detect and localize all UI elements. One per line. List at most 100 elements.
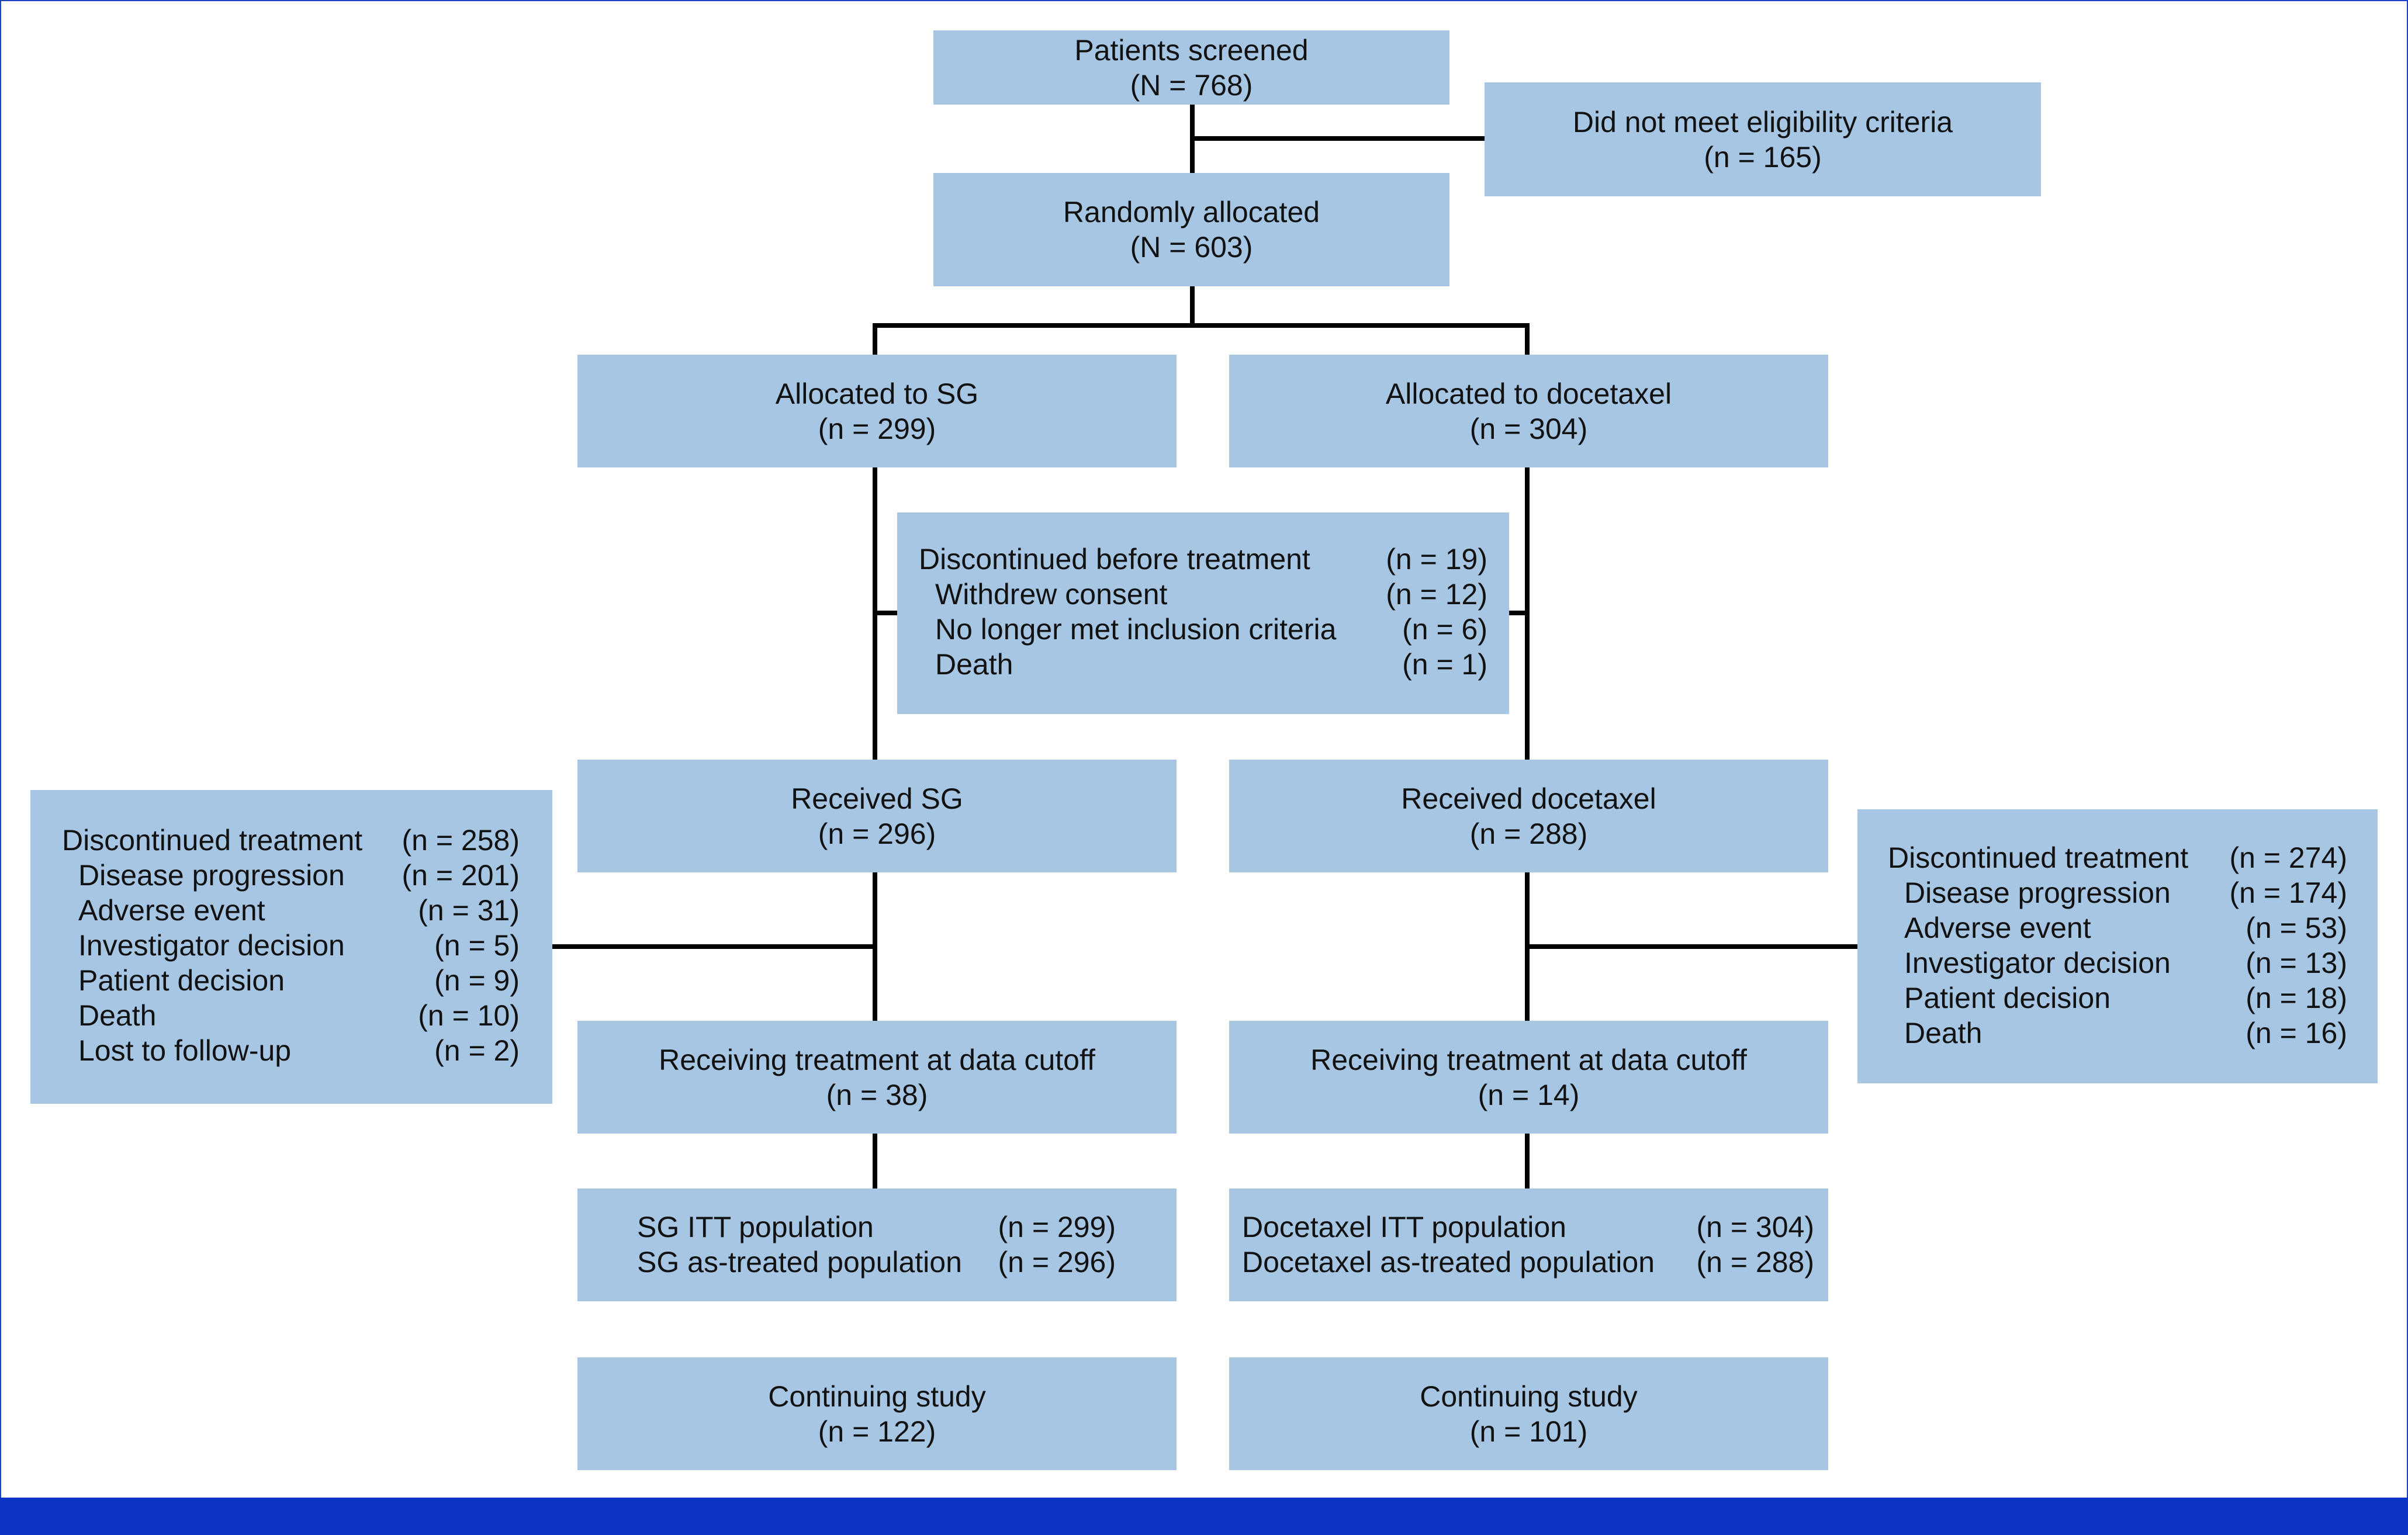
item-label: Discontinued treatment [62, 824, 363, 857]
item-value: (n = 9) [434, 964, 520, 997]
item-label: Death [1904, 1017, 1983, 1049]
item-label: Withdrew consent [935, 578, 1168, 611]
node-continuing-study-sg: Continuing study (n = 122) [577, 1357, 1177, 1470]
node-count: (n = 304) [1469, 412, 1588, 445]
item-value: (n = 174) [2229, 876, 2347, 909]
item-label: Patient decision [78, 964, 285, 997]
item-label: Docetaxel as-treated population [1242, 1246, 1655, 1278]
node-title: Randomly allocated [1063, 196, 1320, 228]
node-count: (n = 165) [1704, 140, 1822, 174]
node-randomly-allocated: Randomly allocated (N = 603) [933, 173, 1449, 286]
list-item: Disease progression (n = 174) [1857, 875, 2378, 910]
node-count: (n = 101) [1469, 1415, 1588, 1448]
list-item: Death (n = 16) [1857, 1016, 2378, 1051]
item-value: (n = 10) [418, 999, 520, 1032]
item-label: SG ITT population [637, 1211, 874, 1243]
list-item: Discontinued treatment (n = 258) [30, 823, 552, 858]
list-item: Death (n = 10) [30, 998, 552, 1033]
list-item: Death (n = 1) [897, 647, 1509, 682]
item-label: Investigator decision [1904, 947, 2171, 979]
item-value: (n = 6) [1402, 613, 1487, 646]
item-label: Adverse event [1904, 912, 2091, 944]
node-sg-populations: SG ITT population (n = 299) SG as-treate… [577, 1189, 1177, 1301]
node-docetaxel-populations: Docetaxel ITT population (n = 304) Docet… [1229, 1189, 1828, 1301]
node-title: Received docetaxel [1401, 782, 1656, 815]
item-label: Lost to follow-up [78, 1034, 292, 1067]
list-item: Withdrew consent (n = 12) [897, 577, 1509, 612]
node-discontinued-treatment-sg: Discontinued treatment (n = 258) Disease… [30, 790, 552, 1104]
list-item: Adverse event (n = 53) [1857, 910, 2378, 945]
node-title: Did not meet eligibility criteria [1572, 105, 1953, 138]
item-value: (n = 296) [998, 1246, 1116, 1278]
node-title: Receiving treatment at data cutoff [659, 1043, 1095, 1076]
node-count: (n = 288) [1469, 817, 1588, 850]
node-not-eligible: Did not meet eligibility criteria (n = 1… [1485, 82, 2041, 196]
item-value: (n = 13) [2246, 947, 2347, 979]
node-title: Continuing study [768, 1380, 986, 1413]
item-value: (n = 16) [2246, 1017, 2347, 1049]
node-received-docetaxel: Received docetaxel (n = 288) [1229, 760, 1828, 872]
node-title: Allocated to docetaxel [1385, 377, 1672, 410]
item-label: Death [935, 648, 1013, 681]
node-title: Allocated to SG [775, 377, 979, 410]
list-item: SG as-treated population (n = 296) [577, 1245, 1177, 1280]
list-item: Docetaxel as-treated population (n = 288… [1229, 1245, 1828, 1280]
node-count: (n = 299) [818, 412, 936, 445]
list-item: Discontinued before treatment (n = 19) [897, 542, 1509, 577]
node-discontinued-before-treatment: Discontinued before treatment (n = 19) W… [897, 512, 1509, 714]
item-label: Patient decision [1904, 982, 2111, 1014]
item-label: Death [78, 999, 157, 1032]
item-value: (n = 1) [1402, 648, 1487, 681]
item-value: (n = 5) [434, 929, 520, 962]
item-value: (n = 288) [1696, 1246, 1814, 1278]
list-item: Investigator decision (n = 13) [1857, 945, 2378, 980]
node-count: (n = 38) [826, 1078, 928, 1111]
item-value: (n = 19) [1386, 543, 1487, 576]
item-label: Discontinued before treatment [919, 543, 1310, 576]
node-received-sg: Received SG (n = 296) [577, 760, 1177, 872]
item-value: (n = 274) [2229, 841, 2347, 874]
node-discontinued-treatment-docetaxel: Discontinued treatment (n = 274) Disease… [1857, 809, 2378, 1083]
node-allocated-sg: Allocated to SG (n = 299) [577, 355, 1177, 467]
item-value: (n = 53) [2246, 912, 2347, 944]
item-label: Disease progression [1904, 876, 2171, 909]
node-continuing-study-docetaxel: Continuing study (n = 101) [1229, 1357, 1828, 1470]
item-label: Adverse event [78, 894, 265, 927]
node-title: Received SG [791, 782, 963, 815]
node-count: (n = 14) [1478, 1078, 1580, 1111]
list-item: Patient decision (n = 9) [30, 963, 552, 998]
item-value: (n = 31) [418, 894, 520, 927]
list-item: No longer met inclusion criteria (n = 6) [897, 612, 1509, 647]
node-count: (n = 122) [818, 1415, 936, 1448]
bottom-brand-bar [0, 1498, 2408, 1535]
node-allocated-docetaxel: Allocated to docetaxel (n = 304) [1229, 355, 1828, 467]
node-title: Patients screened [1074, 33, 1309, 67]
node-count: (N = 768) [1130, 68, 1253, 102]
list-item: Docetaxel ITT population (n = 304) [1229, 1210, 1828, 1245]
list-item: SG ITT population (n = 299) [577, 1210, 1177, 1245]
item-value: (n = 2) [434, 1034, 520, 1067]
node-receiving-treatment-docetaxel: Receiving treatment at data cutoff (n = … [1229, 1021, 1828, 1134]
item-value: (n = 201) [402, 859, 520, 892]
item-label: Discontinued treatment [1888, 841, 2189, 874]
list-item: Investigator decision (n = 5) [30, 928, 552, 963]
list-item: Discontinued treatment (n = 274) [1857, 840, 2378, 875]
list-item: Patient decision (n = 18) [1857, 980, 2378, 1016]
item-label: Investigator decision [78, 929, 345, 962]
item-value: (n = 304) [1696, 1211, 1814, 1243]
item-value: (n = 12) [1386, 578, 1487, 611]
list-item: Adverse event (n = 31) [30, 893, 552, 928]
item-value: (n = 299) [998, 1211, 1116, 1243]
item-label: SG as-treated population [637, 1246, 962, 1278]
node-receiving-treatment-sg: Receiving treatment at data cutoff (n = … [577, 1021, 1177, 1134]
node-title: Receiving treatment at data cutoff [1310, 1043, 1747, 1076]
item-label: No longer met inclusion criteria [935, 613, 1337, 646]
node-count: (N = 603) [1130, 231, 1253, 264]
node-patients-screened: Patients screened (N = 768) [933, 30, 1449, 105]
item-label: Disease progression [78, 859, 345, 892]
item-value: (n = 18) [2246, 982, 2347, 1014]
list-item: Lost to follow-up (n = 2) [30, 1033, 552, 1068]
item-label: Docetaxel ITT population [1242, 1211, 1566, 1243]
list-item: Disease progression (n = 201) [30, 858, 552, 893]
